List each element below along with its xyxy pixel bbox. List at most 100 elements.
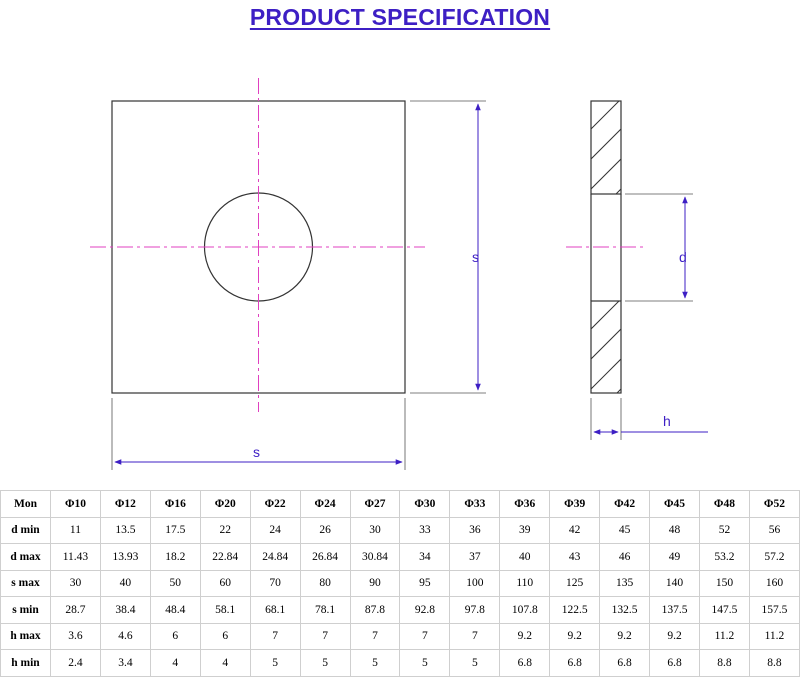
table-cell: 40 bbox=[499, 543, 551, 571]
table-cell: 11.2 bbox=[748, 622, 800, 650]
table-cell: 18.2 bbox=[149, 543, 201, 571]
table-cell: 157.5 bbox=[748, 596, 800, 624]
table-cell: 11 bbox=[50, 516, 101, 544]
label-s-vertical: s bbox=[472, 249, 479, 265]
table-header-size: Φ48 bbox=[698, 490, 750, 518]
table-cell: 6.8 bbox=[599, 649, 651, 677]
table-header-size: Φ27 bbox=[349, 490, 401, 518]
table-cell: 52 bbox=[698, 516, 750, 544]
table-cell: 7 bbox=[349, 622, 401, 650]
table-cell: 110 bbox=[499, 569, 551, 597]
table-cell: 26.84 bbox=[299, 543, 351, 571]
table-header-size: Φ42 bbox=[599, 490, 651, 518]
table-header-size: Φ36 bbox=[499, 490, 551, 518]
label-s-horizontal: s bbox=[253, 444, 260, 460]
table-cell: 13.93 bbox=[99, 543, 151, 571]
table-cell: 4 bbox=[199, 649, 251, 677]
table-cell: 6.8 bbox=[649, 649, 700, 677]
table-header-size: Φ10 bbox=[50, 490, 101, 518]
table-cell: 70 bbox=[249, 569, 301, 597]
table-cell: 24.84 bbox=[249, 543, 301, 571]
table-cell: 5 bbox=[449, 649, 501, 677]
table-cell: 5 bbox=[299, 649, 351, 677]
table-cell: 107.8 bbox=[499, 596, 551, 624]
table-cell: 56 bbox=[748, 516, 800, 544]
table-cell: 50 bbox=[149, 569, 201, 597]
table-cell: 7 bbox=[399, 622, 451, 650]
table-row-label: h max bbox=[0, 622, 51, 650]
page-title: PRODUCT SPECIFICATION bbox=[249, 4, 551, 30]
table-cell: 34 bbox=[399, 543, 451, 571]
table-cell: 28.7 bbox=[50, 596, 101, 624]
table-cell: 132.5 bbox=[599, 596, 651, 624]
table-header-corner: Mon bbox=[0, 490, 51, 518]
table-header-size: Φ52 bbox=[748, 490, 800, 518]
table-cell: 87.8 bbox=[349, 596, 401, 624]
table-header-size: Φ12 bbox=[99, 490, 151, 518]
side-view bbox=[566, 100, 645, 394]
table-cell: 53.2 bbox=[698, 543, 750, 571]
table-cell: 97.8 bbox=[449, 596, 501, 624]
dimension-h: h bbox=[590, 398, 708, 440]
table-cell: 160 bbox=[748, 569, 800, 597]
front-view bbox=[90, 78, 425, 412]
table-cell: 8.8 bbox=[748, 649, 800, 677]
table-cell: 17.5 bbox=[149, 516, 201, 544]
table-cell: 92.8 bbox=[399, 596, 451, 624]
dimension-d: d bbox=[625, 193, 693, 302]
table-cell: 48.4 bbox=[149, 596, 201, 624]
table-cell: 24 bbox=[249, 516, 301, 544]
table-row-label: s max bbox=[0, 569, 51, 597]
table-cell: 78.1 bbox=[299, 596, 351, 624]
table-cell: 22.84 bbox=[199, 543, 251, 571]
table-cell: 11.43 bbox=[50, 543, 101, 571]
table-cell: 6 bbox=[149, 622, 201, 650]
table-cell: 3.4 bbox=[99, 649, 151, 677]
table-cell: 30 bbox=[50, 569, 101, 597]
table-cell: 49 bbox=[649, 543, 700, 571]
table-cell: 3.6 bbox=[50, 622, 101, 650]
table-cell: 37 bbox=[449, 543, 501, 571]
table-cell: 58.1 bbox=[199, 596, 251, 624]
table-cell: 11.2 bbox=[698, 622, 750, 650]
table-cell: 38.4 bbox=[99, 596, 151, 624]
table-cell: 33 bbox=[399, 516, 451, 544]
table-cell: 45 bbox=[599, 516, 651, 544]
table-cell: 6.8 bbox=[549, 649, 601, 677]
table-row-label: d min bbox=[0, 516, 51, 544]
table-cell: 90 bbox=[349, 569, 401, 597]
table-cell: 68.1 bbox=[249, 596, 301, 624]
table-cell: 122.5 bbox=[549, 596, 601, 624]
table-cell: 46 bbox=[599, 543, 651, 571]
table-row-label: d max bbox=[0, 543, 51, 571]
table-row-label: s min bbox=[0, 596, 51, 624]
table-cell: 48 bbox=[649, 516, 700, 544]
table-cell: 30.84 bbox=[349, 543, 401, 571]
table-header-size: Φ22 bbox=[249, 490, 301, 518]
table-header-size: Φ33 bbox=[449, 490, 501, 518]
table-cell: 4.6 bbox=[99, 622, 151, 650]
table-cell: 4 bbox=[149, 649, 201, 677]
table-cell: 13.5 bbox=[99, 516, 151, 544]
table-cell: 140 bbox=[649, 569, 700, 597]
table-cell: 95 bbox=[399, 569, 451, 597]
table-header-size: Φ20 bbox=[199, 490, 251, 518]
table-cell: 7 bbox=[249, 622, 301, 650]
table-cell: 137.5 bbox=[649, 596, 700, 624]
table-cell: 135 bbox=[599, 569, 651, 597]
table-cell: 9.2 bbox=[649, 622, 700, 650]
table-cell: 9.2 bbox=[549, 622, 601, 650]
table-cell: 60 bbox=[199, 569, 251, 597]
dimension-s-vertical: s bbox=[410, 100, 486, 394]
table-cell: 40 bbox=[99, 569, 151, 597]
table-cell: 26 bbox=[299, 516, 351, 544]
table-cell: 5 bbox=[249, 649, 301, 677]
table-cell: 9.2 bbox=[599, 622, 651, 650]
